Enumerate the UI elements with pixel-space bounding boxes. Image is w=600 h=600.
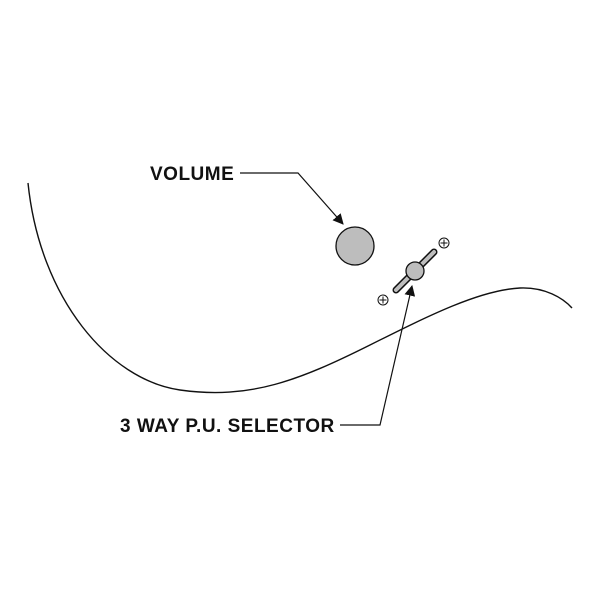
selector-screw-bottom-icon [377, 294, 389, 306]
selector-switch-tip [405, 261, 425, 281]
guitar-body-outline [27, 182, 573, 394]
selector-leader-arrow [340, 284, 416, 426]
selector-screw-top-icon [438, 237, 450, 249]
volume-leader-arrow [240, 172, 344, 225]
selector-label: 3 WAY P.U. SELECTOR [120, 416, 335, 437]
volume-label: VOLUME [150, 164, 234, 185]
volume-knob [335, 226, 375, 266]
